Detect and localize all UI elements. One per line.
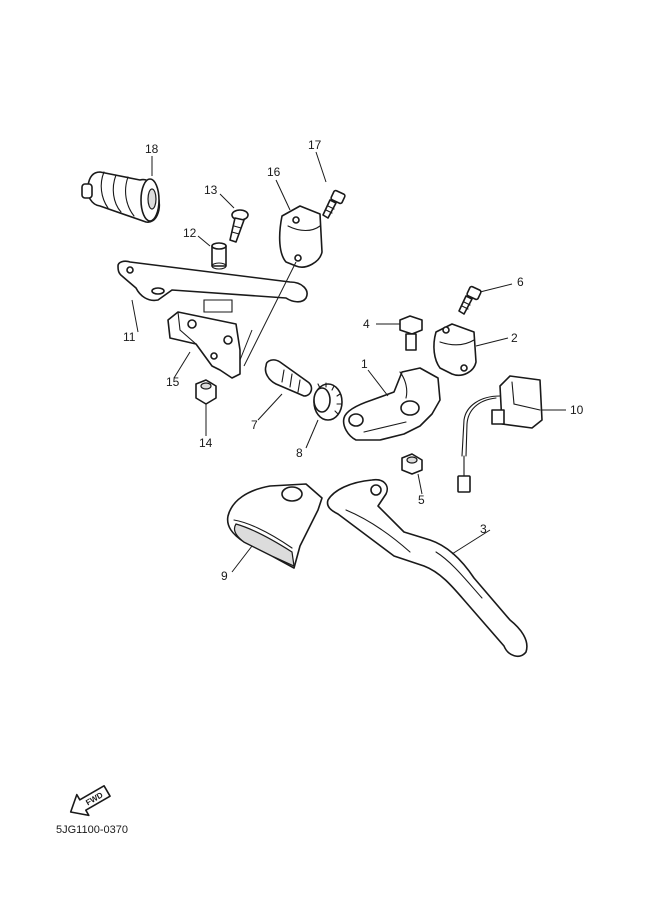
part-1-holder <box>342 367 441 441</box>
callout-7: 7 <box>251 418 258 432</box>
callout-2: 2 <box>511 331 518 345</box>
part-3-lever <box>326 478 528 658</box>
part-17-screw <box>322 189 346 219</box>
part-8-ring <box>313 382 343 421</box>
part-2-clamp <box>433 323 477 377</box>
diagram-code: 5JG1100-0370 <box>56 824 128 836</box>
callout-12: 12 <box>183 226 197 240</box>
fwd-arrow: FWD <box>69 785 111 817</box>
callout-15: 15 <box>166 375 180 389</box>
part-16-holder <box>278 205 323 268</box>
part-13-bolt <box>229 209 249 243</box>
part-14-nut <box>195 379 217 405</box>
callout-16: 16 <box>267 165 281 179</box>
part-4-pivot-bolt <box>399 315 423 351</box>
part-11-lever <box>117 260 308 303</box>
callout-6: 6 <box>517 275 524 289</box>
part-18-boot <box>81 171 161 223</box>
part-7-adjuster <box>264 359 313 397</box>
callout-10: 10 <box>570 403 584 417</box>
part-6-screw <box>458 285 482 315</box>
part-12-collar <box>211 242 227 270</box>
callout-17: 17 <box>308 138 322 152</box>
part-10-switch <box>457 375 543 493</box>
callout-numbers: 18 17 16 13 12 11 15 14 7 8 9 3 4 6 2 10… <box>123 138 584 583</box>
callout-3: 3 <box>480 522 487 536</box>
callout-13: 13 <box>204 183 218 197</box>
part-5-nut <box>401 453 423 475</box>
callout-14: 14 <box>199 436 213 450</box>
callout-4: 4 <box>363 317 370 331</box>
callout-8: 8 <box>296 446 303 460</box>
callout-5: 5 <box>418 493 425 507</box>
leader-lines <box>131 151 566 573</box>
callout-9: 9 <box>221 569 228 583</box>
callout-11: 11 <box>123 330 136 344</box>
callout-1: 1 <box>361 357 368 371</box>
part-15-bracket <box>167 299 241 379</box>
callout-18: 18 <box>145 142 159 156</box>
part-9-cover <box>226 483 323 569</box>
